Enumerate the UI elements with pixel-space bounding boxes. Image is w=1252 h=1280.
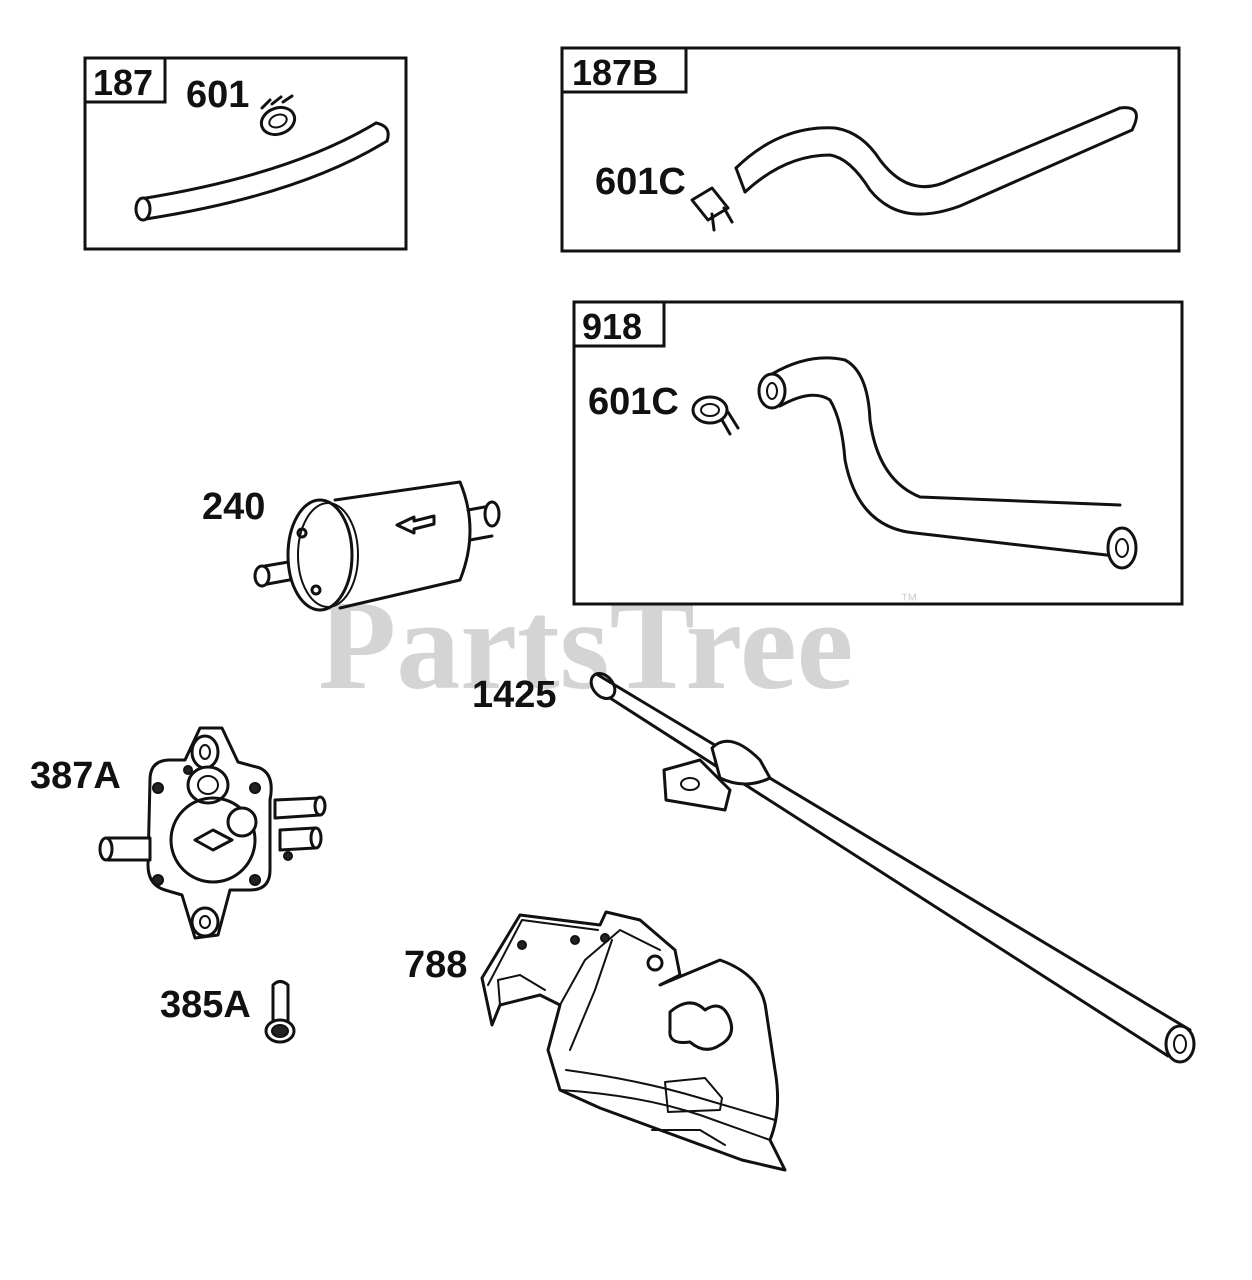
group-187-number-box	[83, 56, 167, 104]
group-187b: 187B 601C	[560, 46, 1181, 253]
group-187b-frame	[560, 46, 1181, 253]
part-1425-label[interactable]: 1425	[472, 674, 557, 716]
part-385a: 385A	[160, 980, 296, 1044]
group-918: 918 601C	[572, 300, 1184, 606]
watermark-text: PartsTree	[318, 574, 853, 716]
clamp-601c-icon-918	[691, 395, 740, 436]
mounting-bracket-icon	[480, 910, 787, 1172]
hose-187-icon	[134, 121, 390, 222]
group-187b-number-box	[560, 46, 688, 94]
clamp-601c-label-918[interactable]: 601C	[588, 381, 679, 423]
hose-918-icon	[757, 356, 1138, 570]
part-1425: 1425	[472, 671, 1196, 1064]
group-918-number-box	[572, 300, 666, 348]
part-385a-label[interactable]: 385A	[160, 984, 251, 1026]
group-918-number[interactable]: 918	[582, 306, 642, 347]
fuel-filter-icon	[253, 480, 501, 612]
clamp-601c-icon	[690, 186, 734, 232]
group-187-frame	[83, 56, 408, 251]
screw-icon	[264, 980, 296, 1044]
part-788-label[interactable]: 788	[404, 944, 467, 986]
group-918-frame	[572, 300, 1184, 606]
watermark-trademark: ™	[900, 590, 918, 610]
long-hose-icon	[589, 671, 1196, 1064]
clamp-601-icon	[259, 94, 297, 137]
group-187: 187 601	[83, 56, 408, 251]
hose-187b-icon	[734, 106, 1138, 216]
group-187b-number[interactable]: 187B	[572, 52, 658, 93]
part-240-label[interactable]: 240	[202, 486, 265, 528]
clamp-601-label[interactable]: 601	[186, 74, 249, 116]
part-387a: 387A	[30, 726, 327, 940]
part-788: 788	[404, 910, 787, 1172]
clamp-601c-label-187b[interactable]: 601C	[595, 161, 686, 203]
group-187-number[interactable]: 187	[93, 62, 153, 103]
part-240: 240	[202, 480, 501, 612]
fuel-pump-icon	[98, 726, 327, 940]
part-387a-label[interactable]: 387A	[30, 755, 121, 797]
